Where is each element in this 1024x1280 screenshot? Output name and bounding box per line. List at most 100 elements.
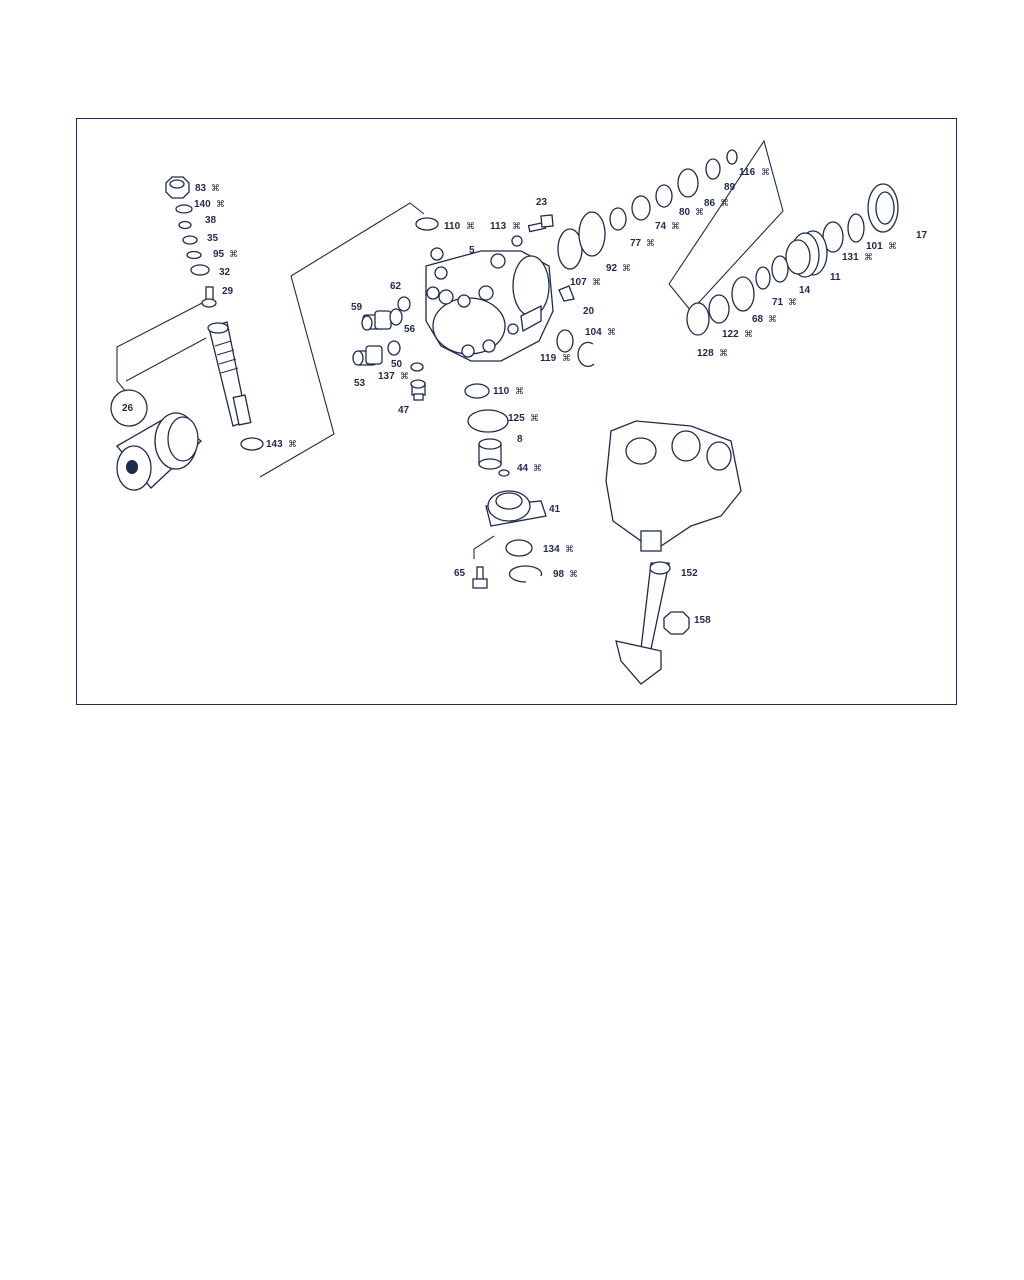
part-washer-32 <box>190 264 210 276</box>
callout-56: 56 <box>404 324 416 335</box>
callout-mark-44: ⌘ <box>533 464 542 474</box>
callout-26: 26 <box>122 403 134 414</box>
part-ring-80 <box>655 184 673 208</box>
part-circlip-98 <box>508 565 543 583</box>
part-piston-11 <box>785 230 828 278</box>
part-ring-92 <box>578 211 606 257</box>
part-ring-62 <box>397 296 411 312</box>
callout-65: 65 <box>454 568 466 579</box>
part-ring-137 <box>410 362 424 372</box>
callout-134: 134 <box>543 544 560 555</box>
callout-92: 92 <box>606 263 618 274</box>
part-ring-38 <box>178 220 192 230</box>
callout-95: 95 <box>213 249 225 260</box>
callout-mark-68: ⌘ <box>768 315 777 325</box>
callout-44: 44 <box>517 463 529 474</box>
callout-mark-107: ⌘ <box>592 278 601 288</box>
part-ring-89 <box>705 158 721 180</box>
part-fitting-59 <box>361 310 392 331</box>
part-ring-50 <box>387 340 401 356</box>
part-washer-143 <box>240 437 264 451</box>
callout-47: 47 <box>398 405 410 416</box>
part-nut-83 <box>165 176 190 199</box>
callout-71: 71 <box>772 297 784 308</box>
leader-lines <box>116 139 784 559</box>
callout-107: 107 <box>570 277 587 288</box>
part-ring-77 <box>609 207 627 231</box>
part-plug-47 <box>410 379 426 401</box>
callout-mark-122: ⌘ <box>744 330 753 340</box>
callout-mark-128: ⌘ <box>719 349 728 359</box>
leader-26-lower <box>125 337 207 382</box>
callout-mark-119: ⌘ <box>562 354 571 364</box>
part-nut-17 <box>867 183 899 233</box>
leader-128-bracket-a <box>668 283 692 312</box>
callout-80: 80 <box>679 207 691 218</box>
callout-mark-134: ⌘ <box>565 545 574 555</box>
callout-mark-71: ⌘ <box>788 298 797 308</box>
part-oring-110-lower <box>464 383 490 399</box>
callout-mark-110b: ⌘ <box>515 387 524 397</box>
callout-8: 8 <box>517 434 523 445</box>
callout-83: 83 <box>195 183 207 194</box>
callout-122: 122 <box>722 329 739 340</box>
callout-53: 53 <box>354 378 366 389</box>
part-ring-116 <box>726 149 738 165</box>
part-ring-44 <box>498 469 510 477</box>
callout-mark-77: ⌘ <box>646 239 655 249</box>
callout-mark-104: ⌘ <box>607 328 616 338</box>
part-steering-shaft <box>207 321 252 427</box>
callout-104: 104 <box>585 327 602 338</box>
part-bearing-68 <box>731 276 755 312</box>
callout-mark-92: ⌘ <box>622 264 631 274</box>
callout-41: 41 <box>549 504 561 515</box>
callout-mark-113: ⌘ <box>512 222 521 232</box>
leader-143-bracket <box>259 202 425 478</box>
part-ring-119 <box>556 329 574 353</box>
callout-23: 23 <box>536 197 548 208</box>
callout-mark-131: ⌘ <box>864 253 873 263</box>
callout-152: 152 <box>681 568 698 579</box>
callout-14: 14 <box>799 285 811 296</box>
callout-86: 86 <box>704 198 716 209</box>
callout-68: 68 <box>752 314 764 325</box>
part-ring-56 <box>389 308 403 326</box>
part-ring-113 <box>511 235 523 247</box>
part-ring-95 <box>186 250 202 260</box>
callout-5: 5 <box>469 245 475 256</box>
part-screw-23 <box>527 214 554 233</box>
callout-98: 98 <box>553 569 565 580</box>
part-seal-125 <box>467 409 509 433</box>
callout-mark-137: ⌘ <box>400 372 409 382</box>
callout-mark-98: ⌘ <box>569 570 578 580</box>
part-circlip-104 <box>577 341 595 368</box>
leader-26-upper <box>116 300 207 394</box>
callout-32: 32 <box>219 267 231 278</box>
callout-mark-116: ⌘ <box>761 168 770 178</box>
part-washer-140 <box>175 204 193 214</box>
callout-mark-74: ⌘ <box>671 222 680 232</box>
callout-mark-83: ⌘ <box>211 184 220 194</box>
part-steering-gear-housing <box>605 420 742 552</box>
part-oring-110-top <box>415 217 439 231</box>
part-pitman-arm-152 <box>615 561 671 685</box>
callout-140: 140 <box>194 199 211 210</box>
callout-17: 17 <box>916 230 928 241</box>
part-seal-134 <box>505 539 533 557</box>
part-valve-body-5 <box>425 247 554 362</box>
callout-131: 131 <box>842 252 859 263</box>
callout-mark-110: ⌘ <box>466 222 475 232</box>
callout-119: 119 <box>540 353 557 364</box>
callout-20: 20 <box>583 306 595 317</box>
callout-mark-140: ⌘ <box>216 200 225 210</box>
part-nut-158 <box>663 611 690 635</box>
part-cover-41 <box>485 490 547 527</box>
part-ring-86 <box>677 168 699 198</box>
callout-59: 59 <box>351 302 363 313</box>
part-fitting-53 <box>352 345 383 366</box>
part-valve-26 <box>110 389 202 491</box>
callout-labels: 83⌘140⌘383595⌘322926143⌘110⌘5113⌘2362595… <box>122 167 928 626</box>
part-ring-71 <box>755 266 771 290</box>
callout-mark-125: ⌘ <box>530 414 539 424</box>
callout-mark-143: ⌘ <box>288 440 297 450</box>
